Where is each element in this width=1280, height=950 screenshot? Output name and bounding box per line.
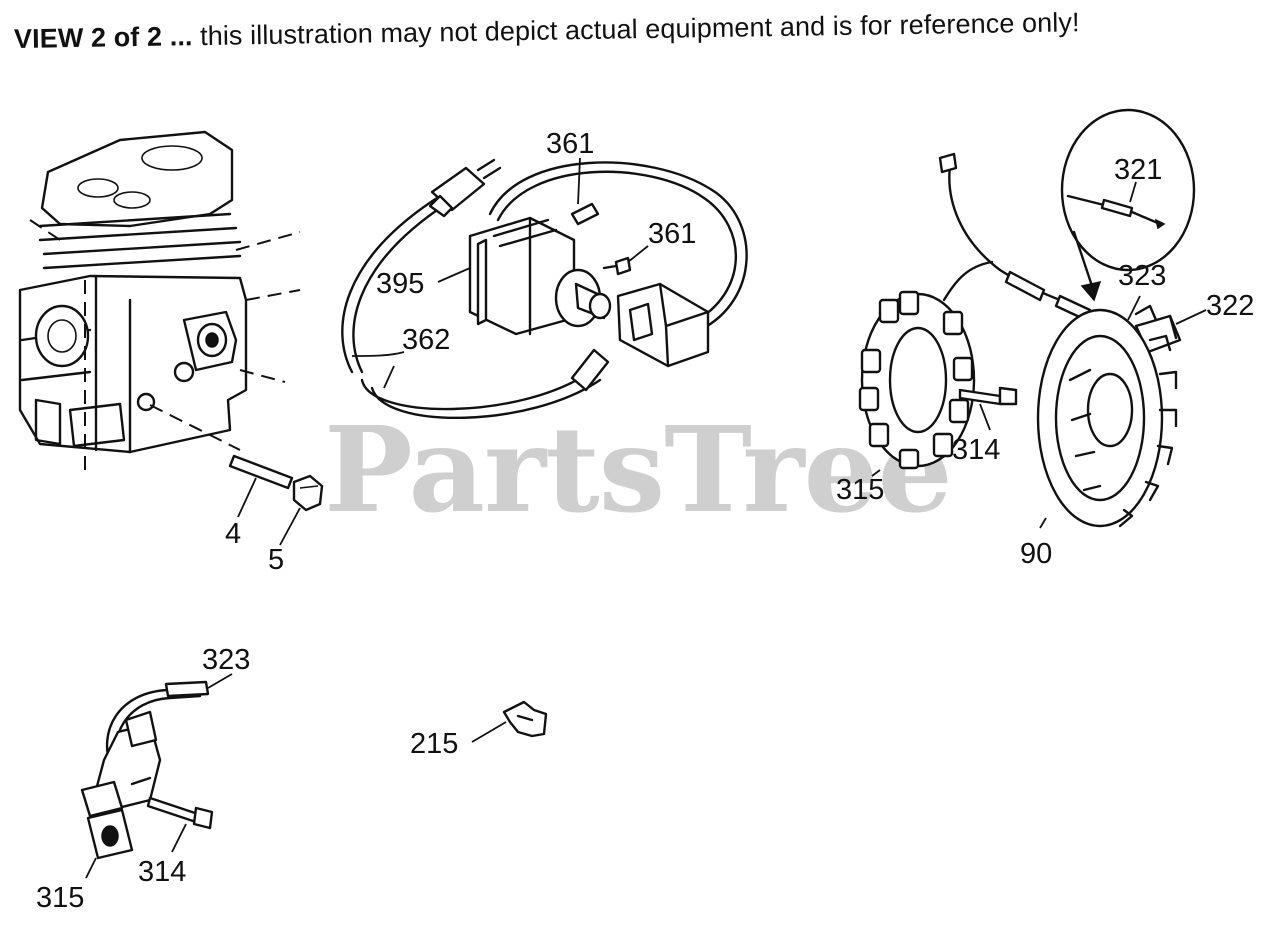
callout-315-lower: 315 (36, 882, 85, 914)
callout-314-upper: 314 (952, 434, 1001, 466)
callout-395: 395 (376, 268, 425, 300)
ignition-module (80, 673, 233, 879)
callout-323-lower: 323 (202, 644, 251, 676)
callout-90: 90 (1020, 538, 1053, 570)
callout-361-upper: 361 (546, 128, 595, 160)
callout-322: 322 (1206, 290, 1255, 322)
callout-323-upper: 323 (1118, 260, 1167, 292)
callout-362: 362 (402, 324, 451, 356)
engine-block (18, 130, 324, 546)
callout-4: 4 (225, 518, 242, 550)
stator-assembly (858, 152, 1207, 477)
callout-321: 321 (1114, 154, 1163, 186)
flywheel (1036, 304, 1178, 529)
connector-detail-view (1060, 108, 1196, 302)
callout-215: 215 (410, 728, 459, 760)
callout-361-lower: 361 (648, 218, 697, 250)
callout-314-lower: 314 (138, 856, 187, 888)
electric-starter (341, 157, 748, 420)
callout-315-upper: 315 (836, 474, 885, 506)
callout-5: 5 (268, 544, 285, 576)
knob-215 (471, 700, 548, 743)
watermark-logo: PartsTree (324, 400, 953, 539)
